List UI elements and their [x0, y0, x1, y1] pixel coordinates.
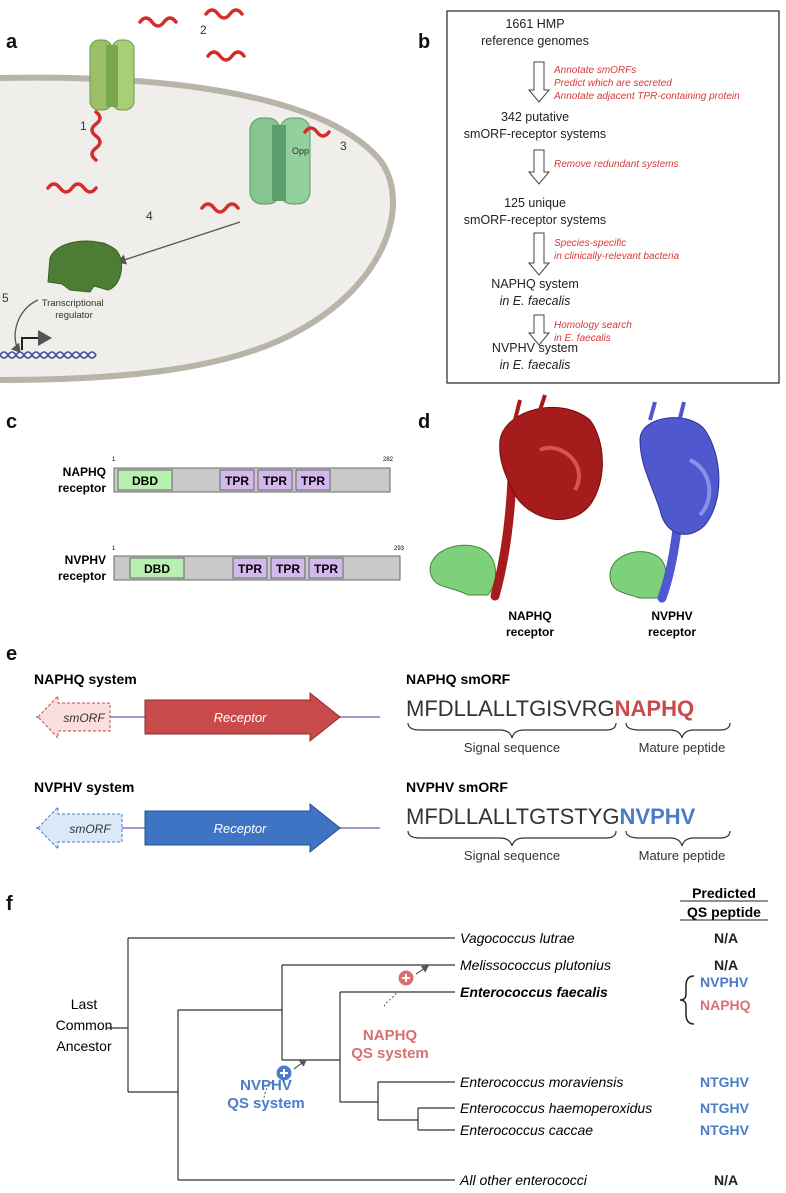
- svg-text:1 2 3 4: 1 2 3 4 5: [2, 23, 350, 305]
- svg-text:TPR: TPR: [301, 474, 325, 488]
- svg-text:Signal sequence: Signal sequence: [464, 848, 560, 863]
- svg-text:N/A: N/A: [714, 957, 738, 973]
- svg-text:DBD: DBD: [144, 562, 170, 576]
- label-5: 5: [2, 291, 9, 305]
- svg-text:1: 1: [112, 457, 116, 463]
- panel-label-d: d: [418, 411, 430, 433]
- dna: [0, 330, 97, 359]
- naphq-system: NAPHQ system smORF Receptor NAPHQ smORF …: [34, 671, 731, 755]
- naphq-structure: [429, 394, 603, 601]
- taxon: Vagococcus lutrae: [460, 930, 575, 946]
- svg-text:Receptor: Receptor: [214, 710, 267, 725]
- svg-text:TPR: TPR: [314, 562, 338, 576]
- taxon: Enterococcus moraviensis: [460, 1074, 623, 1090]
- taxon: All other enterococci: [459, 1172, 588, 1188]
- svg-text:NAPHQ: NAPHQ: [700, 997, 751, 1013]
- opp-transporter: Opp: [249, 117, 311, 205]
- svg-text:293: 293: [394, 546, 405, 552]
- svg-text:NVPHV system: NVPHV system: [34, 779, 134, 795]
- svg-text:Receptor: Receptor: [214, 821, 267, 836]
- label-4: 4: [146, 209, 153, 223]
- panel-label-f: f: [6, 893, 13, 915]
- svg-text:NTGHV: NTGHV: [700, 1100, 750, 1116]
- taxon: Enterococcus caccae: [460, 1122, 593, 1138]
- taxon: Melissococcus plutonius: [460, 957, 611, 973]
- panel-label-c: c: [6, 411, 17, 433]
- svg-text:smORF: smORF: [63, 711, 105, 725]
- panel-e: e NAPHQ system smORF Receptor NAPHQ smOR…: [6, 643, 731, 863]
- panel-label-a: a: [6, 31, 18, 53]
- nvphv-structure: [609, 401, 720, 603]
- svg-text:Transcriptional regulato: Transcriptional regulator: [42, 298, 107, 321]
- panel-a: a Opp Tran: [0, 8, 396, 383]
- svg-text:MFDLLALLTGTSTYGNVPHV: MFDLLALLTGTSTYGNVPHV: [406, 804, 696, 829]
- taxon: Enterococcus faecalis: [460, 984, 608, 1000]
- svg-text:NVPHV: NVPHV: [700, 974, 749, 990]
- svg-text:Signal sequence: Signal sequence: [464, 740, 560, 755]
- svg-text:1: 1: [112, 546, 116, 552]
- channel-1: [89, 39, 135, 111]
- svg-text:DBD: DBD: [132, 474, 158, 488]
- brace: [679, 975, 695, 1025]
- peptides: [46, 8, 331, 254]
- svg-text:TPR: TPR: [276, 562, 300, 576]
- nvphv-system: NVPHV system smORF Receptor NVPHV smORF …: [34, 779, 731, 863]
- svg-text:NAPHQ smORF: NAPHQ smORF: [406, 671, 511, 687]
- svg-text:TPR: TPR: [263, 474, 287, 488]
- svg-text:NAPHQ system: NAPHQ system: [34, 671, 137, 687]
- svg-text:Mature peptide: Mature peptide: [639, 848, 726, 863]
- svg-text:NTGHV: NTGHV: [700, 1122, 750, 1138]
- svg-text:NVPHV smORF: NVPHV smORF: [406, 779, 508, 795]
- svg-text:NTGHV: NTGHV: [700, 1074, 750, 1090]
- svg-text:TPR: TPR: [225, 474, 249, 488]
- svg-text:smORF: smORF: [69, 822, 111, 836]
- panel-label-e: e: [6, 643, 17, 665]
- cell-membrane: [0, 74, 396, 383]
- svg-text:TPR: TPR: [238, 562, 262, 576]
- svg-text:Mature peptide: Mature peptide: [639, 740, 726, 755]
- svg-text:MFDLLALLTGISVRGNAPHQ: MFDLLALLTGISVRGNAPHQ: [406, 696, 694, 721]
- taxon: Enterococcus haemoperoxidus: [460, 1100, 652, 1116]
- phylogenetic-tree: [106, 937, 455, 1181]
- panel-label-b: b: [418, 31, 430, 53]
- opp-label: Opp: [292, 146, 309, 156]
- transcriptional-regulator: [47, 240, 123, 293]
- label-3: 3: [340, 139, 347, 153]
- svg-text:N/A: N/A: [714, 1172, 738, 1188]
- svg-text:282: 282: [383, 457, 394, 463]
- label-1: 1: [80, 119, 87, 133]
- svg-text:Remove redundant systems: Remove redundant systems: [554, 159, 679, 170]
- svg-text:N/A: N/A: [714, 930, 738, 946]
- label-2: 2: [200, 23, 207, 37]
